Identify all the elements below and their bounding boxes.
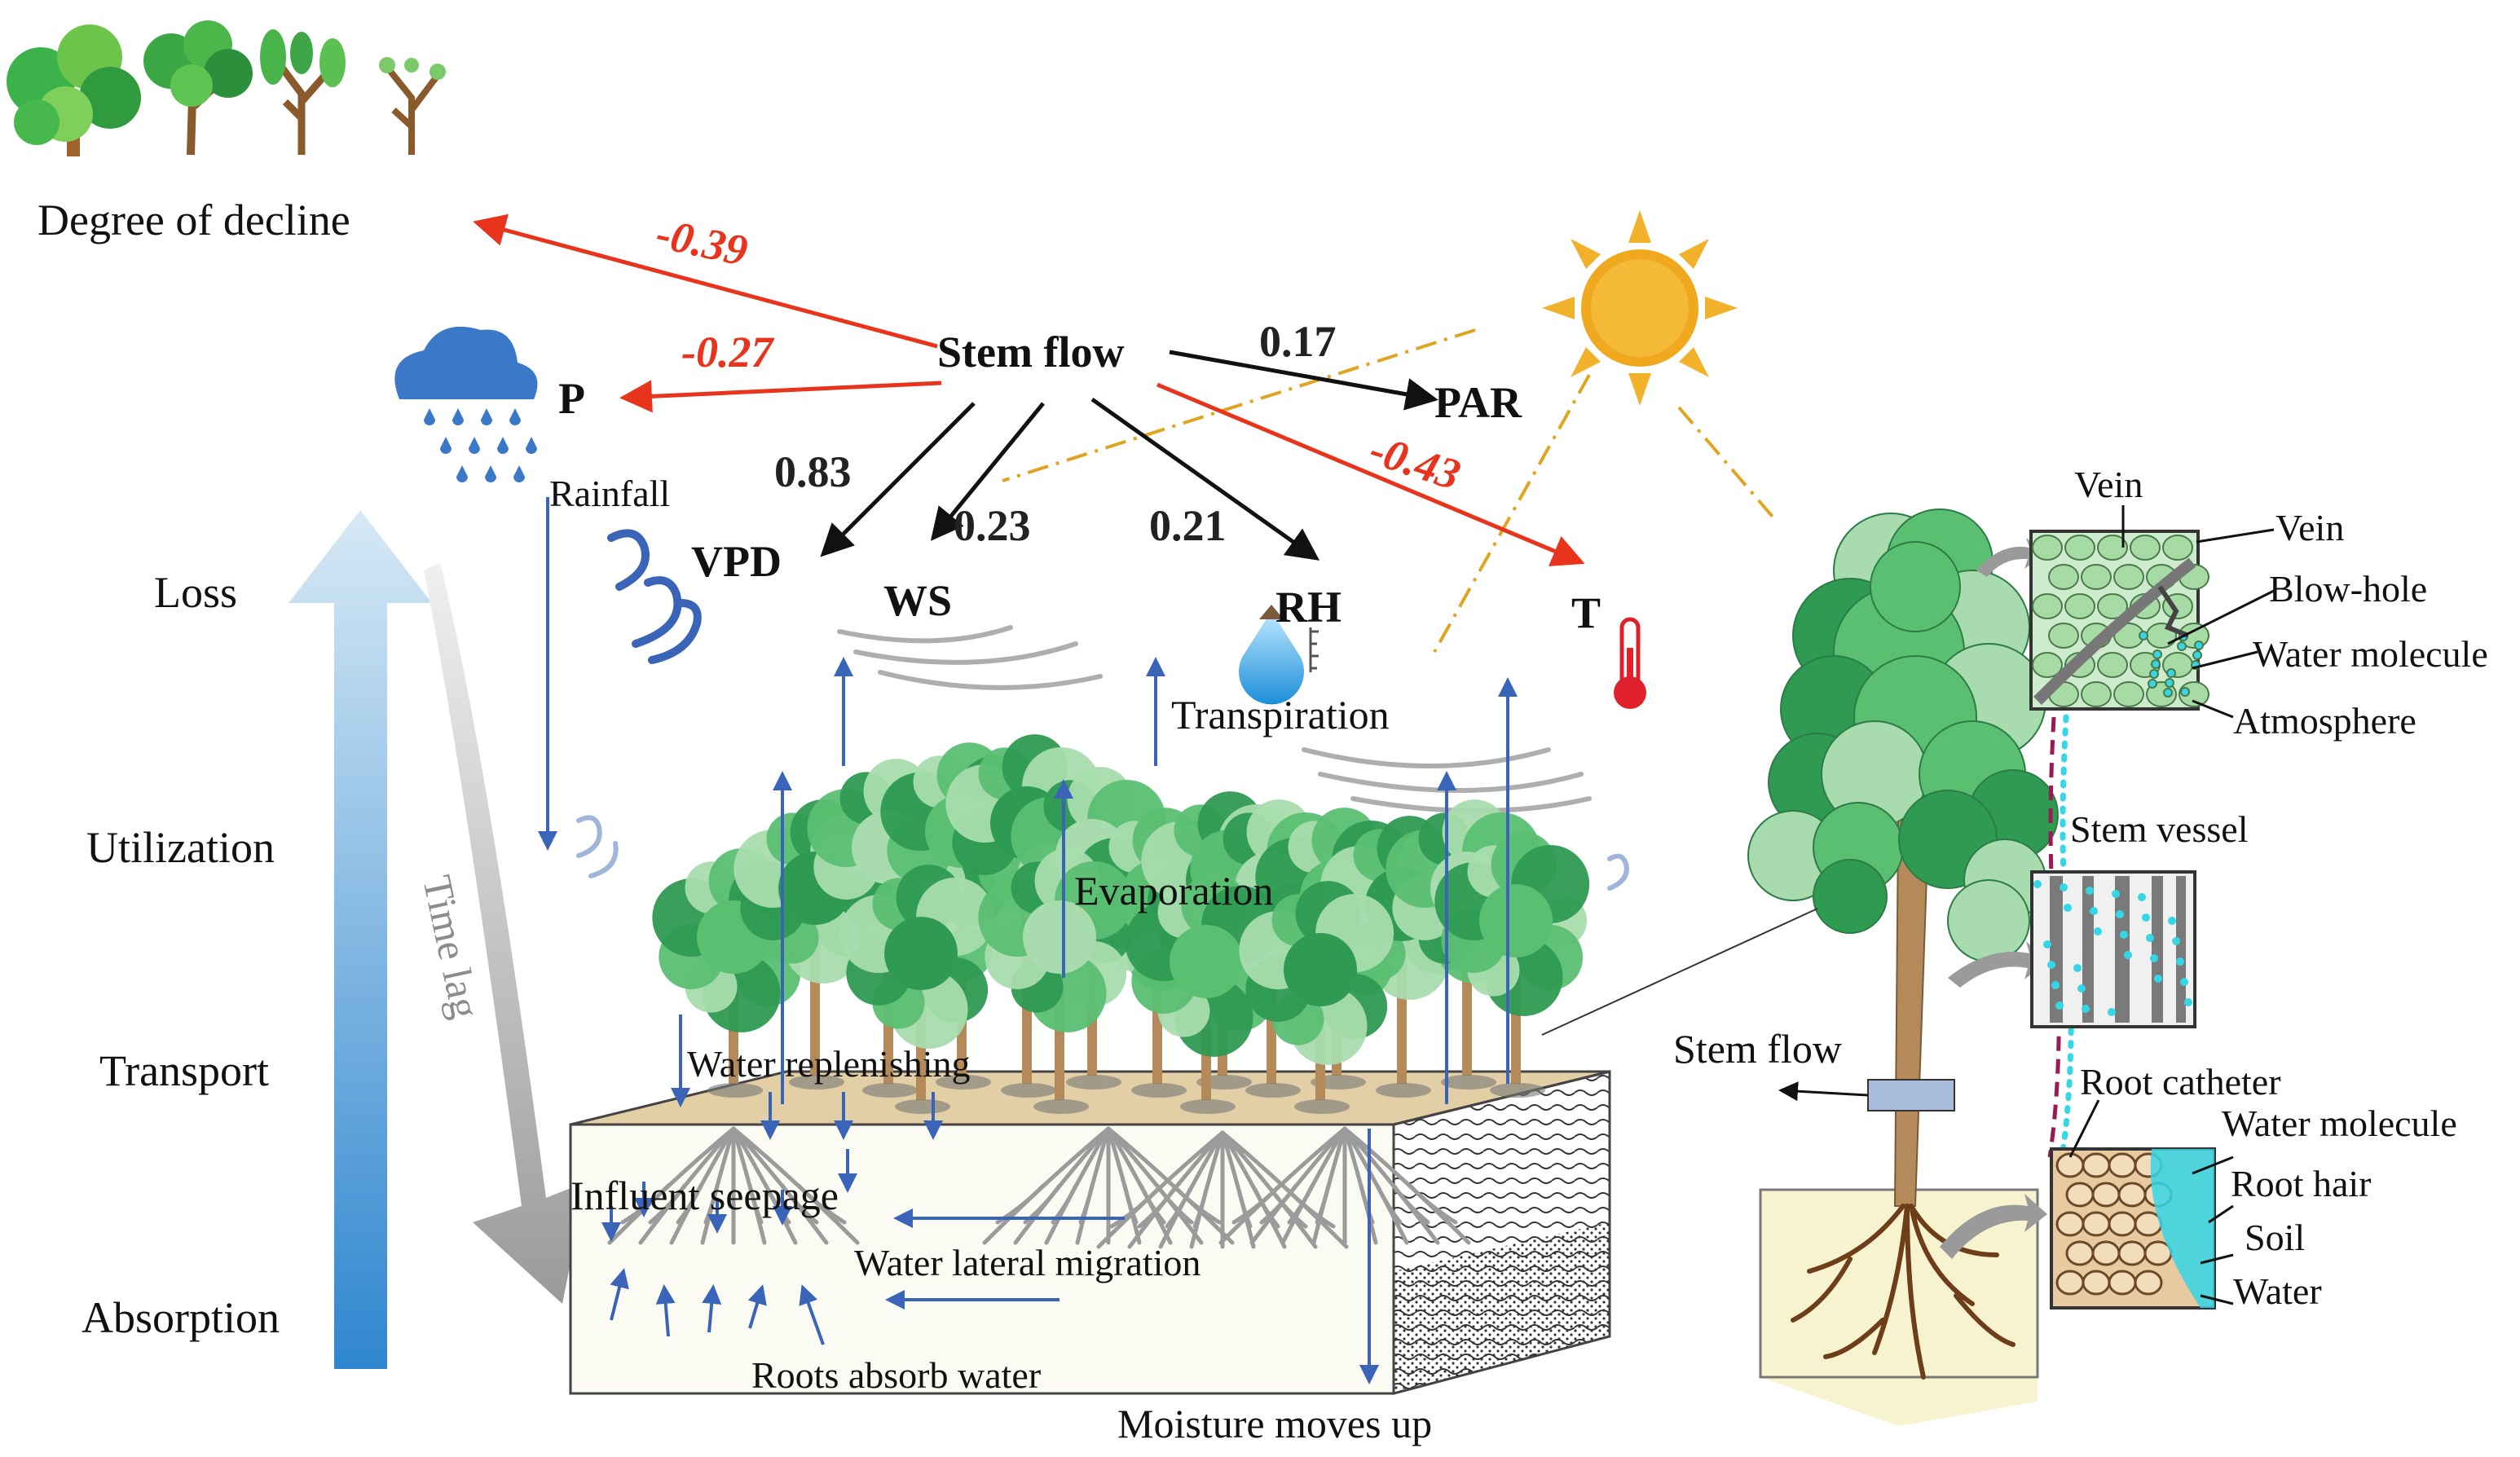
coef-rh: 0.21 [1149,501,1227,550]
stem-panel [2030,870,2196,1028]
soil-label: Soil [2245,1217,2306,1258]
zoom-arrows [1940,538,2047,1259]
root-system [607,1126,860,1245]
coef-p: -0.27 [681,328,773,376]
stage-arrow [289,510,432,1369]
water-arrow [655,1284,676,1337]
stem-flow-label: Stem flow [937,328,1125,376]
water-replenishing-label: Water replenishing [687,1043,971,1085]
leaf-panel [2029,530,2209,711]
water-arrow [702,1284,722,1333]
forest-tree [1434,832,1590,1098]
humidity-drop-icon [1239,605,1319,705]
tree-roots [607,1126,1471,1249]
blow-hole-label: Blow-hole [2269,568,2428,610]
path-arrows [473,213,1585,566]
rainfall-label: Rainfall [549,473,671,514]
water-molecule-bottom-label: Water molecule [2222,1103,2457,1144]
small-wind-icon [576,815,1629,891]
time-lag-arrow [424,562,587,1304]
stage-loss: Loss [154,568,238,617]
vein-label: Vein [2275,507,2345,548]
water-lateral-migration-label: Water lateral migration [854,1242,1201,1283]
root-catheter-label: Root catheter [2080,1061,2281,1103]
roots-absorb-water-label: Roots absorb water [751,1354,1042,1396]
water-label: Water [2233,1270,2322,1312]
forest-tree [978,848,1134,1114]
rh-label: RH [1275,583,1342,632]
degree-of-decline-label: Degree of decline [37,196,350,244]
water-arrow [747,1284,767,1329]
par-label: PAR [1434,378,1522,427]
water-molecule-top-label: Water molecule [2253,633,2488,675]
arrow-to-rh [1090,397,1320,561]
arrow-to-ws [930,402,1045,541]
coef-ws: 0.23 [954,501,1031,550]
canopy-lobe [1870,541,1961,632]
vpd-label: VPD [691,537,782,586]
wind-icon [607,529,702,664]
canopy-lobe [1947,879,2030,962]
root-hair-label: Root hair [2231,1163,2372,1204]
sun-icon [1542,210,1738,406]
p-label: P [558,374,585,423]
coef-vpd: 0.83 [774,447,852,496]
evaporation-label: Evaporation [1074,868,1274,913]
thermometer-icon [1614,617,1646,709]
sun-ray-lines [1002,328,1778,653]
atmosphere-label: Atmosphere [2233,700,2416,742]
stage-utilization: Utilization [86,823,275,872]
water-arrow [799,1284,825,1345]
stage-transport: Transport [99,1046,270,1095]
arrow-to-decline [473,213,938,349]
arrow-to-p [619,380,942,413]
arrow-to-vpd [820,402,976,557]
water-arrow [610,1268,629,1321]
stem-vessel-label: Stem vessel [2070,808,2249,850]
forest-tree [839,865,995,1114]
forest-tree [1239,881,1394,1114]
root-panel [2050,1147,2216,1310]
t-label: T [1571,588,1601,637]
soil-block [569,1070,1611,1395]
water-flow-arrows [538,497,1518,1384]
ws-label: WS [883,576,953,625]
arrow-to-t [1156,382,1585,566]
stage-absorption: Absorption [82,1293,280,1342]
callout-lines [2068,505,2275,1305]
influent-seepage-label: Influent seepage [571,1173,839,1218]
transpiration-label: Transpiration [1171,692,1390,737]
stem-flow-sensor-label: Stem flow [1673,1026,1842,1072]
single-tree-illustration [1541,508,2059,1426]
vein-top-label: Vein [2074,464,2143,505]
rain-cloud-icon [394,326,538,482]
root-system [1218,1126,1471,1245]
coef-par: 0.17 [1259,317,1337,366]
declining-trees-icon [7,20,446,156]
canopy-lobe [1813,859,1888,934]
water-transport-line [2047,714,2074,1160]
arrow-to-par [1169,350,1438,411]
moisture-moves-up-label: Moisture moves up [1117,1401,1433,1446]
